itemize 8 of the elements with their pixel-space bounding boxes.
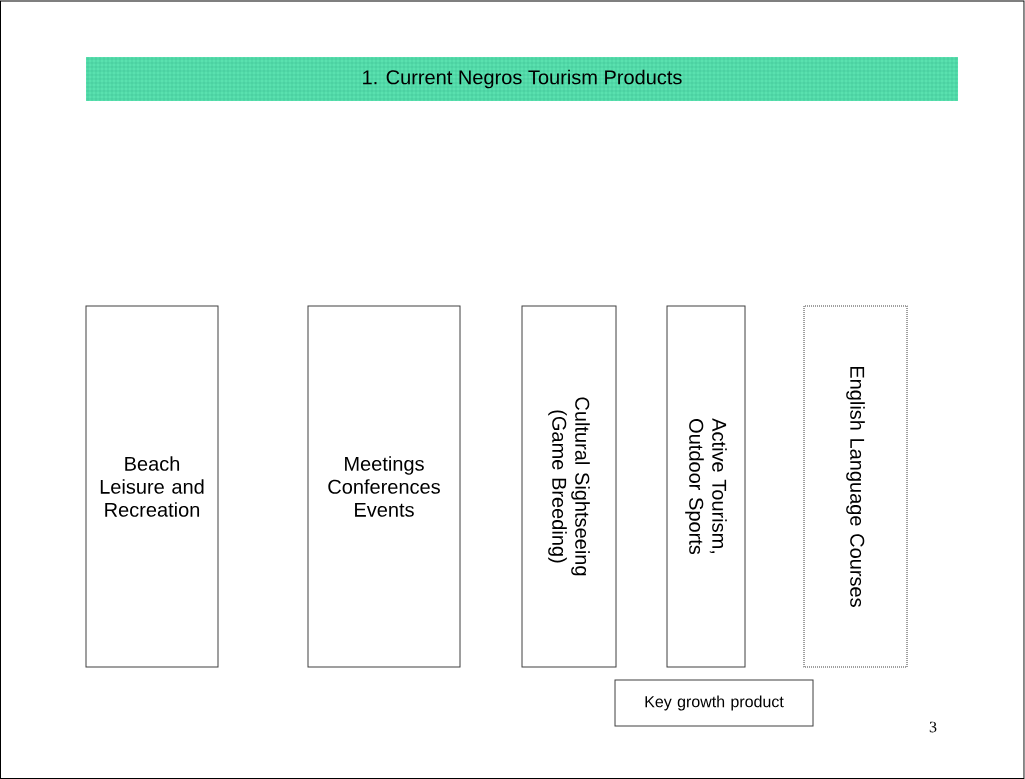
product-box: Beach Leisure and Recreation [85,305,219,668]
product-box: Cultural Sightseeing (Game Breeding) [521,305,617,668]
product-box: Active Tourism, Outdoor Sports [666,305,746,668]
key-box: Key growth product [614,679,814,727]
product-box: English Language Courses [803,305,908,668]
title-banner: 1. Current Negros Tourism Products [85,56,959,102]
product-box: Meetings Conferences Events [307,305,461,668]
page-number: 3 [929,721,937,733]
